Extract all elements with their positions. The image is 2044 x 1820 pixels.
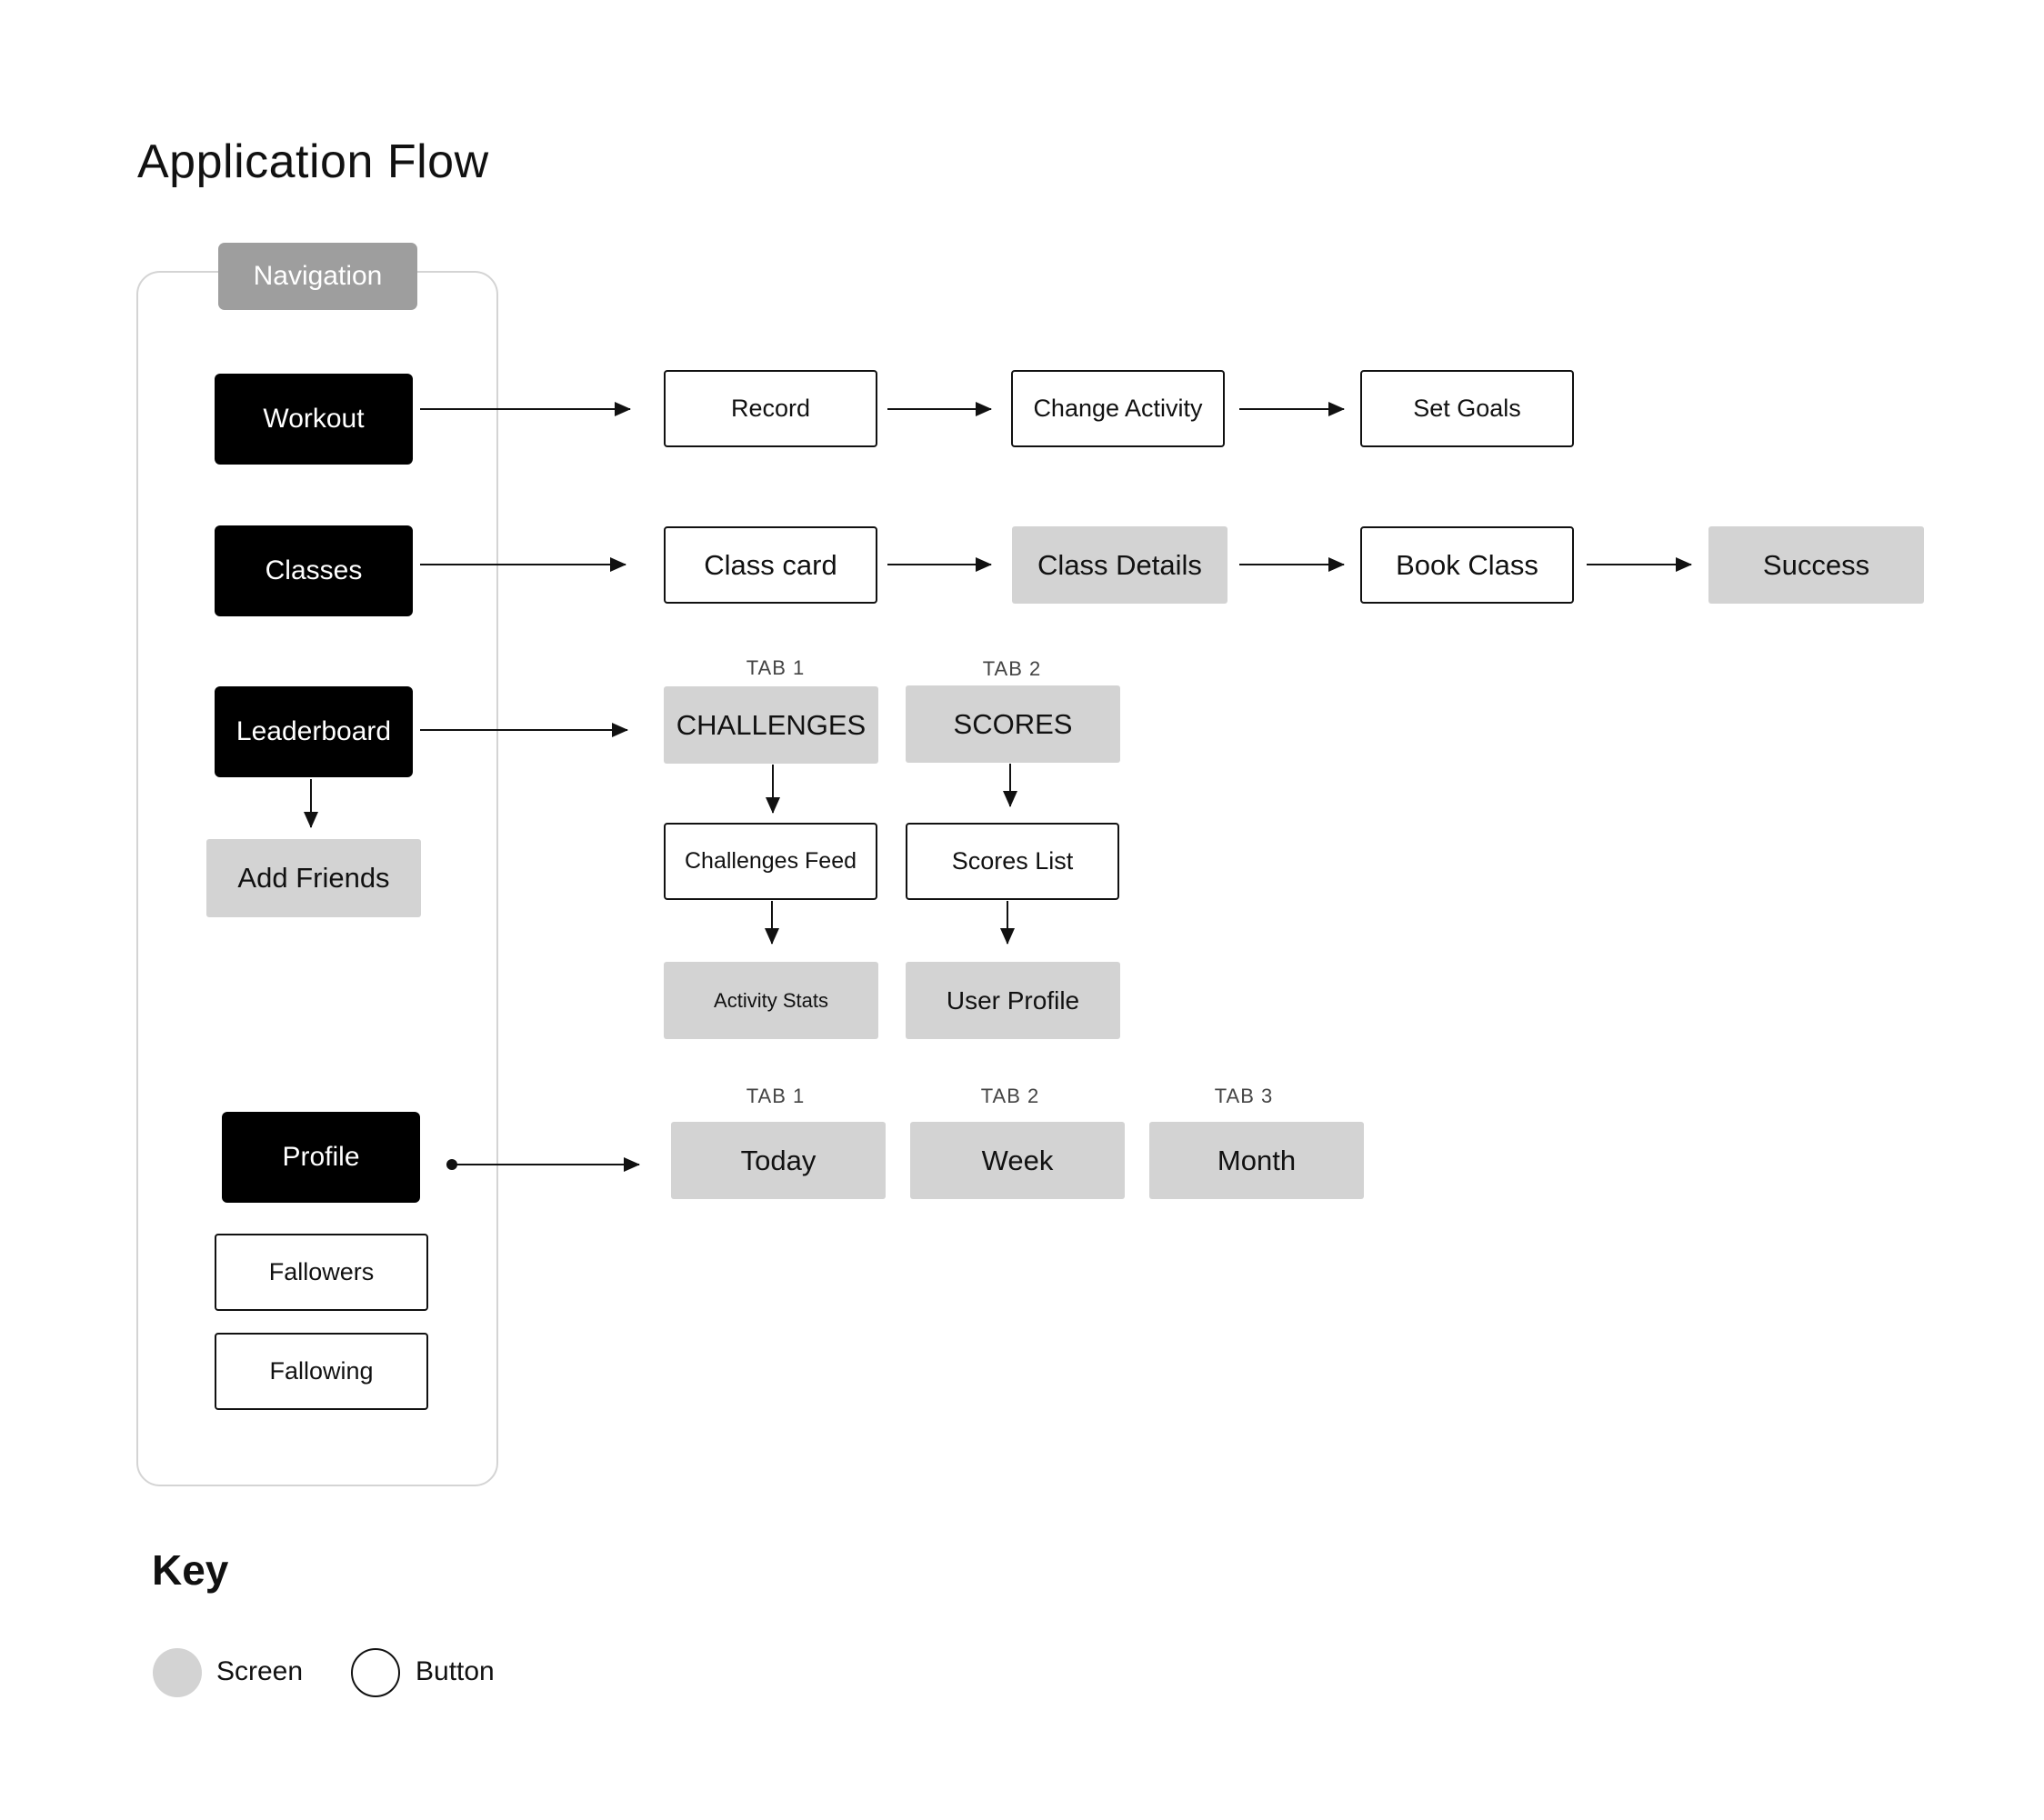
change-activity-button[interactable]: Change Activity — [1011, 370, 1225, 447]
challenges-feed-button[interactable]: Challenges Feed — [664, 823, 877, 900]
tab1-label: TAB 1 — [746, 656, 806, 679]
scores-list-button[interactable]: Scores List — [906, 823, 1119, 900]
nav-workout[interactable]: Workout — [215, 374, 413, 465]
profile-tab1-label: TAB 1 — [746, 1085, 806, 1107]
user-profile-screen: User Profile — [906, 962, 1120, 1039]
success-screen: Success — [1708, 526, 1924, 604]
nav-profile[interactable]: Profile — [222, 1112, 420, 1203]
class-card-button[interactable]: Class card — [664, 526, 877, 604]
activity-stats-screen: Activity Stats — [664, 962, 878, 1039]
week-tab-screen[interactable]: Week — [910, 1122, 1125, 1199]
arrow-profile-origin-dot — [446, 1159, 457, 1170]
tab2-label: TAB 2 — [982, 657, 1042, 680]
set-goals-button[interactable]: Set Goals — [1360, 370, 1574, 447]
record-button[interactable]: Record — [664, 370, 877, 447]
navigation-tag: Navigation — [218, 243, 417, 310]
followers-button[interactable]: Fallowers — [215, 1234, 428, 1311]
key-button-label: Button — [416, 1656, 495, 1686]
key-screen-swatch — [153, 1648, 202, 1697]
page-title: Application Flow — [137, 135, 489, 188]
key-title: Key — [152, 1546, 229, 1594]
profile-tab3-label: TAB 3 — [1214, 1085, 1274, 1107]
following-button[interactable]: Fallowing — [215, 1333, 428, 1410]
month-tab-screen[interactable]: Month — [1149, 1122, 1364, 1199]
challenges-tab-screen[interactable]: CHALLENGES — [664, 686, 878, 764]
add-friends-screen: Add Friends — [206, 839, 421, 917]
class-details-screen: Class Details — [1012, 526, 1227, 604]
scores-tab-screen[interactable]: SCORES — [906, 685, 1120, 763]
profile-tab2-label: TAB 2 — [980, 1085, 1040, 1107]
key-button-swatch — [351, 1648, 400, 1697]
today-tab-screen[interactable]: Today — [671, 1122, 886, 1199]
book-class-button[interactable]: Book Class — [1360, 526, 1574, 604]
key-screen-label: Screen — [216, 1656, 304, 1686]
nav-classes[interactable]: Classes — [215, 525, 413, 616]
nav-leaderboard[interactable]: Leaderboard — [215, 686, 413, 777]
